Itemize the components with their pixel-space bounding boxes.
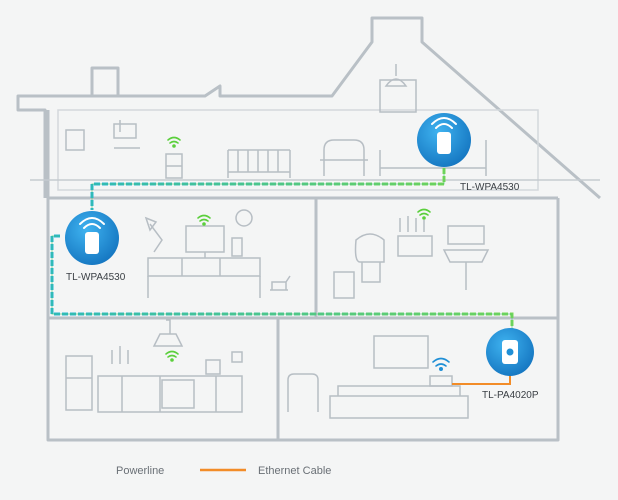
desk-lamp-icon xyxy=(144,216,163,253)
towel-rack xyxy=(333,271,355,299)
wall-clock-icon xyxy=(235,209,253,227)
ceiling-lamp xyxy=(384,64,408,87)
office-wifi-icon xyxy=(197,214,211,226)
device-tl-wpa4530-top[interactable] xyxy=(417,113,471,167)
mirror xyxy=(447,225,485,245)
desk xyxy=(147,257,261,277)
device-label-right: TL-PA4020P xyxy=(482,390,539,401)
router-wifi-icon xyxy=(432,357,450,371)
powerline-cable-solid xyxy=(51,168,513,336)
kettle xyxy=(205,359,221,375)
picture-frame xyxy=(65,129,85,151)
router-icon xyxy=(429,375,453,387)
bottles xyxy=(399,216,425,232)
stove-icon xyxy=(161,379,195,409)
living-room-furniture xyxy=(287,335,469,419)
attic-window xyxy=(379,79,417,113)
wifi-icon xyxy=(79,217,105,229)
ethernet-cable xyxy=(452,374,511,385)
bottles-kitchen xyxy=(111,346,129,364)
plant-pot xyxy=(231,237,243,257)
bathroom-cabinet xyxy=(397,235,433,257)
device-tl-pa4020p[interactable] xyxy=(486,328,534,376)
monitor xyxy=(185,225,225,253)
device-label-top: TL-WPA4530 xyxy=(460,182,520,193)
house-outline xyxy=(16,16,601,442)
powerline-cable xyxy=(50,168,514,336)
dog-icon xyxy=(270,275,291,291)
bathroom-furniture xyxy=(333,216,490,299)
socket-icon xyxy=(506,348,514,356)
plug-icon xyxy=(437,132,451,154)
office-furniture xyxy=(144,209,291,298)
device-label-left: TL-WPA4530 xyxy=(66,272,126,283)
sink-icon xyxy=(442,249,490,290)
bed-frame xyxy=(379,140,487,176)
outlet xyxy=(231,351,243,363)
toilet-icon xyxy=(354,233,385,283)
wifi-icon xyxy=(431,117,457,129)
attic-furniture xyxy=(65,64,487,179)
crib xyxy=(227,149,291,178)
legend-powerline-label: Powerline xyxy=(116,465,164,477)
sofa-icon xyxy=(329,385,469,419)
attic-wifi-icon xyxy=(167,136,181,148)
tv-icon xyxy=(373,335,429,369)
armchair-living xyxy=(287,373,319,412)
fridge-icon xyxy=(65,355,93,411)
plug-icon xyxy=(85,232,99,254)
range-hood xyxy=(152,319,184,347)
house-inner-lines xyxy=(30,109,600,191)
shelf xyxy=(113,123,137,139)
legend-ethernet-label: Ethernet Cable xyxy=(258,465,331,477)
legend: Powerline Ethernet Cable xyxy=(56,465,331,477)
bathroom-wifi-icon xyxy=(417,208,431,220)
kitchen-furniture xyxy=(65,319,243,413)
kitchen-wifi-icon xyxy=(165,350,179,362)
device-tl-wpa4530-left[interactable] xyxy=(65,211,119,265)
armchair xyxy=(320,139,368,176)
counter xyxy=(97,375,243,413)
